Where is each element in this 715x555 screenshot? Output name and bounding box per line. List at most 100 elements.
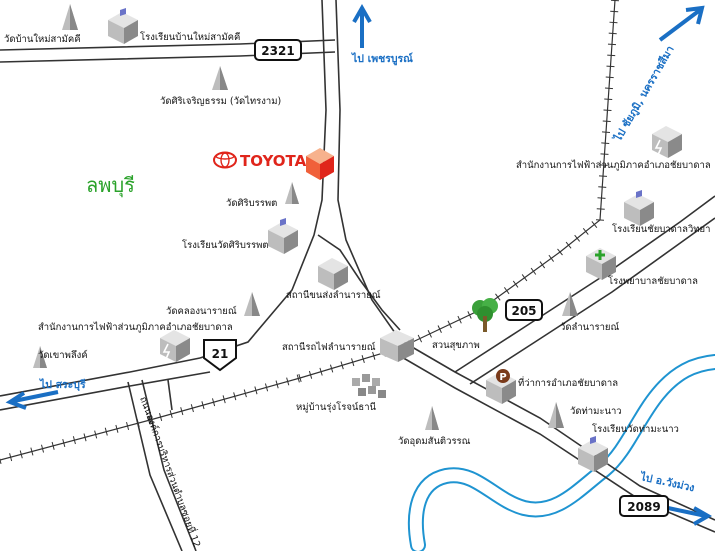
railway-tie [597,197,606,199]
place-label: วัดอุดมสันติวรรณ [398,436,471,447]
direction-wangmuang: ไป อ.วังม่วง [638,470,695,494]
place-label: วัดศิริเจริญธรรม (วัดไทรงาม) [160,95,281,107]
railway-tie [147,416,151,425]
railway-tie [72,436,76,445]
railway-tie [530,267,537,275]
railway-tie [512,280,519,288]
railway-tie [557,248,563,256]
railway-tie [591,221,598,228]
railway-tie [211,398,216,407]
railway-tie [243,389,247,398]
railway-tie [19,450,23,459]
temple-icon [212,66,228,90]
highway-shield-21: 21 [203,339,237,372]
railway-tie [467,311,472,319]
railway-tie [610,0,619,2]
arrow-northeast-icon [658,5,705,42]
railway-tie [51,441,55,450]
railway-tie [598,175,608,177]
railway-tie [308,370,313,379]
railway-tie [319,367,323,376]
railway-tie [604,98,613,101]
direction-phetchabun: ไป เพชรบูรณ์ [351,52,413,66]
railway-tie [604,87,614,90]
railway [0,0,619,464]
svg-text:P: P [499,372,506,383]
railway-tie [417,334,423,343]
railway-tie [609,21,618,24]
direction-saraburi: ไป สระบุรี [39,378,86,392]
place-label: โรงเรียนวัดท่ามะนาว [592,423,679,435]
railway-tie [30,447,34,456]
railway-tie [495,293,501,301]
temple-icon [425,406,439,430]
railway-tie [0,458,2,464]
place-label: หมู่บ้านรุ่งโรจน์ธานี [296,401,377,413]
railway-tie [600,153,609,155]
railway-tie [126,421,130,430]
railway-tie [457,315,462,324]
tree-icon [472,298,498,332]
temple-icon [62,4,78,30]
railway-tie [62,439,66,447]
railway-tie [361,355,365,364]
railway-tie [596,208,605,210]
school-icon [578,436,608,472]
power-office-icon [160,330,190,362]
building-icon [380,330,414,362]
railway-tie [598,186,607,188]
railway-tie [9,453,13,462]
railway-tie [503,287,510,295]
village-icon [352,374,386,398]
railway-tie [372,351,376,360]
railway-tie [582,227,589,235]
place-label: สำนักงานการไฟฟ้าส่วนภูมิภาคอำเภอชัยบาดาล [38,321,233,333]
place-label: วัดลำนารายณ์ [560,321,619,333]
place-label: วัดเขาพลึงค์ [38,349,88,361]
railway-tie [437,325,442,333]
railway-tie [264,383,269,392]
railway-tie [94,430,98,439]
railway-tie [605,76,614,79]
power-office-icon [652,126,682,158]
railway-tie [340,361,344,370]
river-inner [409,356,715,551]
railway-tie [601,131,611,133]
railway-tie [233,392,237,401]
arrow-east-icon [667,506,713,526]
railway-tie [41,444,45,453]
railway-tie [601,142,610,144]
temple-icon [548,402,564,428]
school-icon [108,8,138,44]
railway-tie [159,413,163,422]
temple-icon [562,292,578,316]
arrow-north-icon [352,3,372,48]
railway-tie [602,120,611,123]
place-label: โรงพยาบาลชัยบาดาล [608,275,698,287]
railway-tie [427,330,432,338]
railway-tie [610,10,619,13]
highway-shield-2321: 2321 [254,39,302,61]
post-icon: P [486,369,516,404]
svg-text:2321: 2321 [261,44,294,58]
place-labels: วัดบ้านใหม่สามัคคี โรงเรียนบ้านใหม่สามัค… [4,31,711,447]
railway-tie [329,364,334,373]
railway-tie [521,274,528,282]
railway-tie [574,234,581,242]
railway-tie [169,410,173,419]
railway-tie [275,380,279,389]
railway-tie [607,54,616,57]
railway-tie [190,404,194,413]
railway-tie [351,358,355,367]
railway-tie [104,427,108,436]
school-icon [624,190,654,226]
place-label: โรงเรียนวัดศิริบรรพต [182,239,269,251]
railway-tie [115,424,119,433]
place-label: สำนักงานการไฟฟ้าส่วนภูมิภาคอำเภอชัยบาดาล [516,159,711,171]
railway-tie [548,254,554,262]
arrow-west-icon [5,390,59,410]
place-label: วัดศิริบรรพต [226,198,277,209]
railway-tie [180,407,184,416]
